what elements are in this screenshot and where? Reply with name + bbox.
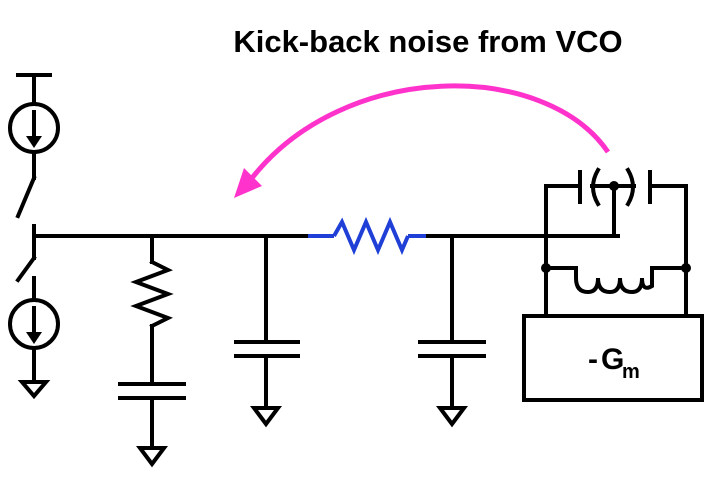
gm-sign: - bbox=[588, 343, 598, 376]
series-resistor-icon bbox=[308, 216, 428, 256]
kickback-arrow bbox=[234, 83, 611, 198]
output-capacitor-icon bbox=[418, 234, 486, 410]
ground-icon bbox=[250, 406, 282, 428]
ground-icon bbox=[436, 406, 468, 428]
filter-capacitor-icon bbox=[234, 234, 300, 410]
shunt-resistor-icon bbox=[130, 234, 174, 384]
negative-gm-block: - G m bbox=[522, 314, 704, 402]
up-current-source-icon bbox=[8, 102, 60, 180]
ground-icon bbox=[136, 446, 168, 468]
down-current-source-icon bbox=[8, 298, 60, 384]
supply-icon bbox=[16, 73, 52, 106]
diagram-title: Kick-back noise from VCO bbox=[233, 24, 622, 59]
up-switch-icon bbox=[15, 175, 37, 260]
shunt-capacitor-icon bbox=[118, 382, 186, 450]
inductor-icon bbox=[574, 266, 654, 295]
arrowhead-icon bbox=[234, 168, 262, 198]
down-switch-icon bbox=[15, 255, 37, 302]
node-dot-icon bbox=[541, 263, 551, 273]
gm-subscript: m bbox=[622, 361, 640, 383]
gm-symbol: G bbox=[601, 343, 624, 376]
vco-tank bbox=[541, 167, 691, 318]
ground-icon bbox=[17, 380, 51, 400]
node-dot-icon bbox=[681, 263, 691, 273]
